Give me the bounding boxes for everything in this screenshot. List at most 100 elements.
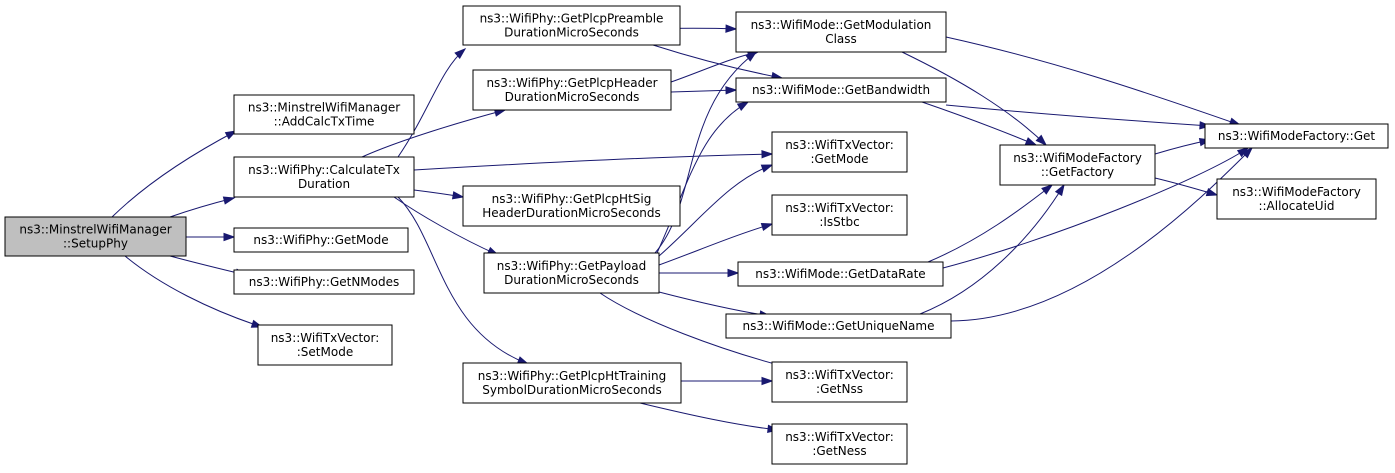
node-getnss[interactable]: ns3::WifiTxVector::GetNss [771, 361, 908, 403]
node-txgetmode[interactable]: ns3::WifiTxVector::GetMode [771, 131, 908, 173]
node-htsig[interactable]: ns3::WifiPhy::GetPlcpHtSigHeaderDuration… [462, 185, 681, 227]
node-datarate[interactable]: ns3::WifiMode::GetDataRate [737, 261, 944, 287]
node-setmode[interactable]: ns3::WifiTxVector::SetMode [257, 324, 393, 366]
node-box [735, 11, 947, 53]
node-box [462, 362, 682, 404]
node-label-line: :GetNess [812, 444, 866, 458]
node-isstbc[interactable]: ns3::WifiTxVector::IsStbc [771, 194, 908, 236]
node-label-line: ns3::WifiModeFactory::Get [1218, 129, 1375, 143]
edge-calctx-to-preamble [397, 48, 467, 158]
node-label-line: Duration [298, 177, 350, 191]
edge-payload-to-modclass [654, 51, 758, 254]
edge-modclass-to-getfactory [901, 51, 1048, 147]
node-factoryget[interactable]: ns3::WifiModeFactory::Get [1204, 123, 1389, 149]
node-header[interactable]: ns3::WifiPhy::GetPlcpHeaderDurationMicro… [472, 69, 672, 111]
node-box [483, 252, 660, 294]
node-label-line: Class [825, 32, 857, 46]
node-label-line: ns3::WifiPhy::GetNModes [249, 275, 400, 289]
node-label-line: ns3::WifiModeFactory [1013, 151, 1142, 165]
edge-payload-to-datarate [659, 268, 740, 278]
node-label-line: :IsStbc [819, 215, 859, 229]
node-label-line: :GetMode [810, 152, 868, 166]
edge-httraining-to-getnss [681, 376, 774, 386]
edge-header-to-modclass [670, 50, 760, 83]
node-preamble[interactable]: ns3::WifiPhy::GetPlcpPreambleDurationMic… [462, 5, 681, 46]
node-label-line: ns3::WifiPhy::CalculateTx [248, 163, 400, 177]
node-setupphy[interactable]: ns3::MinstrelWifiManager::SetupPhy [4, 216, 187, 257]
node-box [771, 131, 908, 173]
node-label-line: ns3::MinstrelWifiManager [248, 101, 400, 115]
node-box [233, 227, 409, 253]
nodes: ns3::MinstrelWifiManager::SetupPhyns3::M… [4, 5, 1389, 465]
node-box [999, 144, 1156, 186]
node-label-line: ns3::WifiTxVector: [271, 331, 380, 345]
node-httraining[interactable]: ns3::WifiPhy::GetPlcpHtTrainingSymbolDur… [462, 362, 682, 404]
node-label-line: ns3::WifiPhy::GetPlcpHtSig [492, 192, 652, 206]
edge-modclass-to-factoryget [945, 36, 1242, 126]
node-label-line: DurationMicroSeconds [505, 90, 640, 104]
node-box [257, 324, 393, 366]
edge-setupphy-to-calctx [169, 196, 236, 218]
edge-calctx-to-txgetmode [413, 150, 774, 171]
node-payload[interactable]: ns3::WifiPhy::GetPayloadDurationMicroSec… [483, 252, 660, 294]
node-label-line: ns3::WifiPhy::GetMode [253, 233, 388, 247]
node-label-line: ::GetFactory [1041, 165, 1114, 179]
node-box [462, 185, 681, 227]
node-label-line: ::AllocateUid [1258, 199, 1334, 213]
node-label-line: ns3::WifiMode::GetModulation [751, 18, 932, 32]
node-bandwidth[interactable]: ns3::WifiMode::GetBandwidth [735, 77, 947, 103]
node-label-line: ns3::WifiMode::GetUniqueName [743, 319, 935, 333]
node-label-line: ns3::WifiPhy::GetPlcpHtTraining [478, 369, 666, 383]
node-label-line: ns3::WifiMode::GetDataRate [755, 267, 925, 281]
edge-getfactory-to-allocuid [1154, 177, 1219, 197]
node-box [771, 194, 908, 236]
node-box [735, 77, 947, 103]
edge-datarate-to-getfactory [927, 184, 1054, 263]
node-box [1204, 123, 1389, 149]
edge-setupphy-to-phygetmode [186, 232, 236, 242]
node-label-line: ns3::WifiModeFactory [1232, 185, 1361, 199]
node-box [4, 216, 187, 257]
node-box [462, 5, 681, 46]
node-box [771, 423, 908, 465]
node-getfactory[interactable]: ns3::WifiModeFactory::GetFactory [999, 144, 1156, 186]
node-label-line: HeaderDurationMicroSeconds [482, 206, 661, 220]
node-label-line: ns3::WifiTxVector: [785, 138, 894, 152]
node-box [725, 313, 952, 339]
node-allocuid[interactable]: ns3::WifiModeFactory::AllocateUid [1216, 178, 1377, 220]
node-label-line: :SetMode [297, 345, 353, 359]
node-label-line: ns3::WifiPhy::GetPlcpPreamble [480, 12, 664, 26]
node-label-line: ns3::MinstrelWifiManager [19, 223, 171, 237]
node-box [472, 69, 672, 111]
node-box [737, 261, 944, 287]
node-box [233, 156, 415, 198]
node-label-line: DurationMicroSeconds [504, 26, 639, 40]
node-label-line: DurationMicroSeconds [504, 273, 639, 287]
node-label-line: ::SetupPhy [63, 237, 128, 251]
edge-payload-to-bandwidth [656, 101, 750, 254]
edge-setupphy-to-addcalc [111, 130, 238, 218]
node-label-line: ns3::WifiMode::GetBandwidth [752, 83, 930, 97]
node-label-line: ns3::WifiTxVector: [785, 430, 894, 444]
node-box [771, 361, 908, 403]
node-label-line: ns3::WifiTxVector: [785, 201, 894, 215]
node-box [1216, 178, 1377, 220]
node-label-line: ns3::WifiPhy::GetPlcpHeader [486, 76, 657, 90]
node-getnmodes[interactable]: ns3::WifiPhy::GetNModes [233, 269, 415, 295]
node-label-line: :GetNss [816, 382, 863, 396]
edge-getfactory-to-factoryget [1154, 137, 1212, 155]
edge-payload-to-txgetmode [658, 164, 774, 257]
node-getness[interactable]: ns3::WifiTxVector::GetNess [771, 423, 908, 465]
node-label-line: SymbolDurationMicroSeconds [482, 383, 662, 397]
node-label-line: ns3::WifiPhy::GetPayload [497, 259, 646, 273]
node-addcalc[interactable]: ns3::MinstrelWifiManager::AddCalcTxTime [233, 94, 415, 135]
node-label-line: ns3::WifiTxVector: [785, 368, 894, 382]
edge-header-to-bandwidth [670, 86, 738, 95]
node-phygetmode[interactable]: ns3::WifiPhy::GetMode [233, 227, 409, 253]
node-uniquename[interactable]: ns3::WifiMode::GetUniqueName [725, 313, 952, 339]
edge-uniquename-to-getfactory [919, 183, 1065, 315]
edge-payload-to-isstbc [658, 222, 774, 266]
